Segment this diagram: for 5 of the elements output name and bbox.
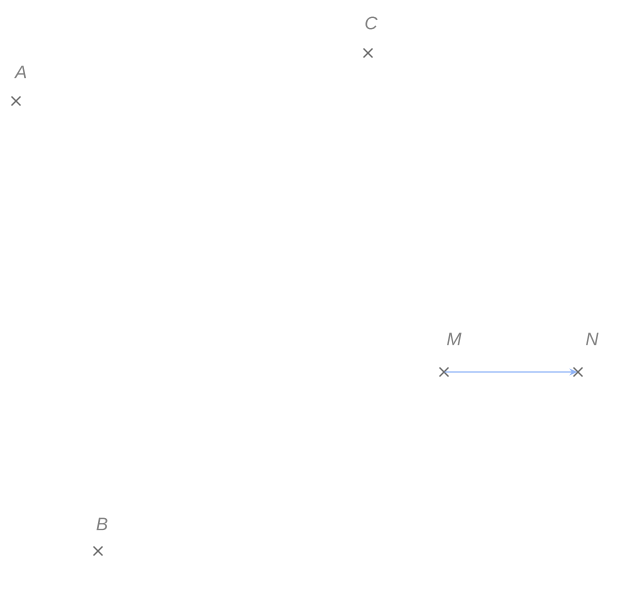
point-label: C [366,16,378,30]
point-label: B [96,518,108,530]
point-label: M [447,332,462,346]
point-label: A [14,66,26,78]
point-label: N [586,332,599,346]
